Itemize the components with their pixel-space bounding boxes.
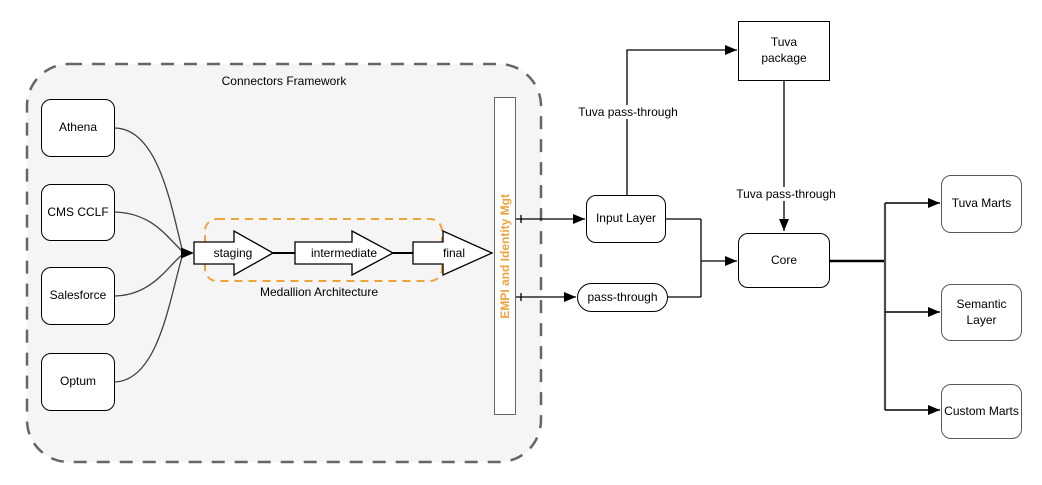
edge-label-tuva-pass-through-2: Tuva pass-through xyxy=(733,187,839,201)
node-custom-marts: Custom Marts xyxy=(941,384,1022,439)
edge-label-tuva-pass-through-1: Tuva pass-through xyxy=(575,105,681,119)
node-core: Core xyxy=(738,233,830,288)
edge-athena-to-staging xyxy=(114,127,183,250)
convergence-arrowhead xyxy=(181,247,194,259)
edge-input-layer-to-tuva-package xyxy=(626,45,737,195)
edge-optum-to-staging xyxy=(114,256,183,383)
stage-label-final: final xyxy=(442,246,466,260)
final-arrow-shape xyxy=(412,229,494,277)
edge-merge-input-pass-through xyxy=(666,218,702,298)
edge-salesforce-to-staging xyxy=(114,254,183,297)
edge-cms-cclf-to-staging xyxy=(114,211,183,252)
stage-label-intermediate: intermediate xyxy=(310,246,378,260)
node-athena: Athena xyxy=(41,99,115,157)
node-input-layer: Input Layer xyxy=(586,195,666,243)
node-pass-through: pass-through xyxy=(577,283,668,312)
node-tuva-package: Tuva package xyxy=(738,21,830,81)
connectors-framework-title: Connectors Framework xyxy=(221,74,347,88)
intermediate-arrow-shape xyxy=(294,229,395,277)
node-semantic-layer: Semantic Layer xyxy=(941,284,1022,341)
empi-identity-mgt-label: EMPI and Identity Mgt xyxy=(498,193,512,319)
connectors-framework-container xyxy=(25,62,543,464)
node-salesforce: Salesforce xyxy=(41,267,115,325)
node-tuva-marts: Tuva Marts xyxy=(941,175,1022,233)
medallion-architecture-label: Medallion Architecture xyxy=(259,285,379,299)
empi-identity-mgt-bar: EMPI and Identity Mgt xyxy=(494,97,516,415)
stage-label-staging: staging xyxy=(213,246,253,260)
staging-arrow-shape xyxy=(193,229,275,277)
node-optum: Optum xyxy=(41,353,115,411)
node-cms-cclf: CMS CCLF xyxy=(41,184,115,241)
